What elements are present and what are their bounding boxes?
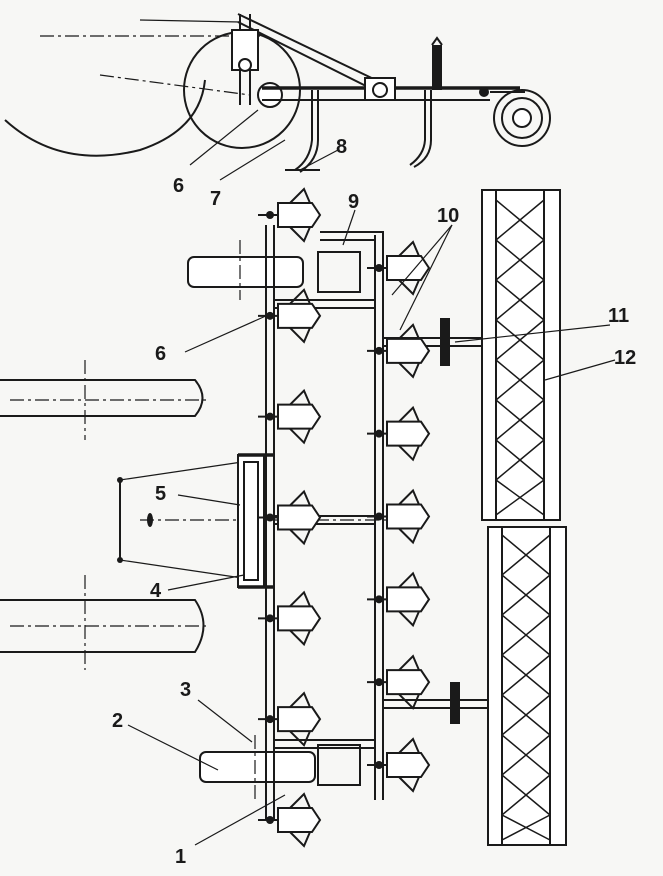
harrow-upper <box>481 189 561 521</box>
label-4: 4 <box>150 580 162 602</box>
label-9: 9 <box>348 191 359 213</box>
tine-rear-6 <box>367 654 431 710</box>
label-8: 8 <box>336 136 347 158</box>
side-tine-8 <box>294 90 313 171</box>
label-3: 3 <box>180 679 191 701</box>
label-1: 1 <box>175 846 186 868</box>
part-labels: 1 2 3 4 5 6 6 7 8 9 10 11 12 <box>112 136 636 868</box>
hitch-bracket <box>237 454 265 588</box>
tine-front-7 <box>258 792 322 848</box>
top-link <box>237 13 381 83</box>
label-6-side: 6 <box>173 175 184 197</box>
tine-front-3 <box>258 388 322 445</box>
tine-front-2 <box>258 288 322 344</box>
leader-lines <box>127 209 616 846</box>
gauge-wheel-front <box>187 256 304 288</box>
gauge-wheel-rear <box>199 751 316 783</box>
tine-rear-4 <box>367 488 431 545</box>
tine-front-1 <box>258 187 322 243</box>
plan-view <box>0 187 567 848</box>
label-7: 7 <box>210 188 221 210</box>
tractor-wheel-arc <box>4 79 206 157</box>
side-view <box>4 13 551 181</box>
tine-front-5 <box>258 590 322 647</box>
depth-wheel <box>493 89 551 147</box>
label-6-plan: 6 <box>155 343 166 365</box>
tine-rear-7 <box>367 737 431 793</box>
tine-rear-1 <box>367 240 431 296</box>
label-5: 5 <box>155 483 166 505</box>
harrow-lower <box>487 526 567 846</box>
label-11: 11 <box>608 305 629 327</box>
label-10: 10 <box>437 205 459 227</box>
tine-rear-2 <box>367 323 431 379</box>
tine-rear-5 <box>367 571 431 628</box>
label-12: 12 <box>614 347 636 369</box>
tine-rear-3 <box>367 405 431 462</box>
label-2: 2 <box>112 710 123 732</box>
tractor-tire-upper <box>0 379 204 417</box>
tine-front-6 <box>258 691 322 747</box>
tines <box>258 187 431 848</box>
tine-front-4 <box>258 489 322 546</box>
